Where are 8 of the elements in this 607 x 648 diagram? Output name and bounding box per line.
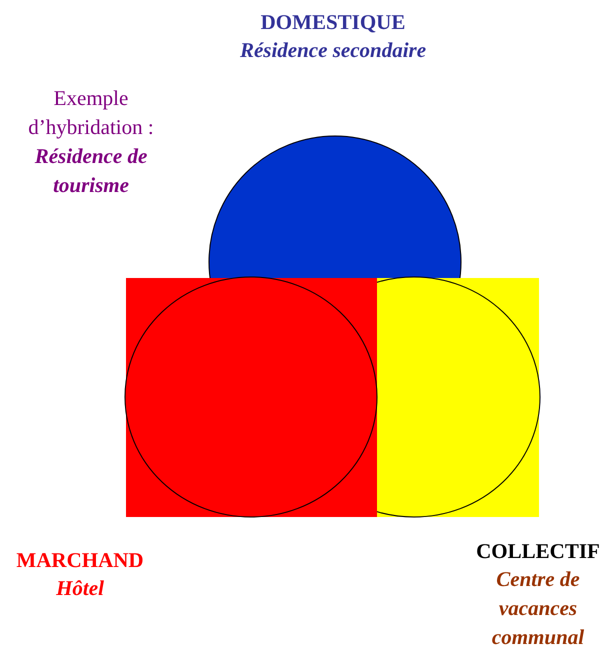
category-example: Centre de vacances communal <box>490 566 586 648</box>
category-example: Résidence secondaire <box>238 37 428 64</box>
category-example: Exemple d’hybridation : <box>27 85 155 141</box>
category-heading: DOMESTIQUE <box>260 9 406 36</box>
category-heading: MARCHAND <box>15 547 145 574</box>
category-example: Hôtel <box>55 575 105 602</box>
category-heading: COLLECTIF <box>475 538 601 565</box>
category-example: Résidence de tourisme <box>34 143 148 199</box>
